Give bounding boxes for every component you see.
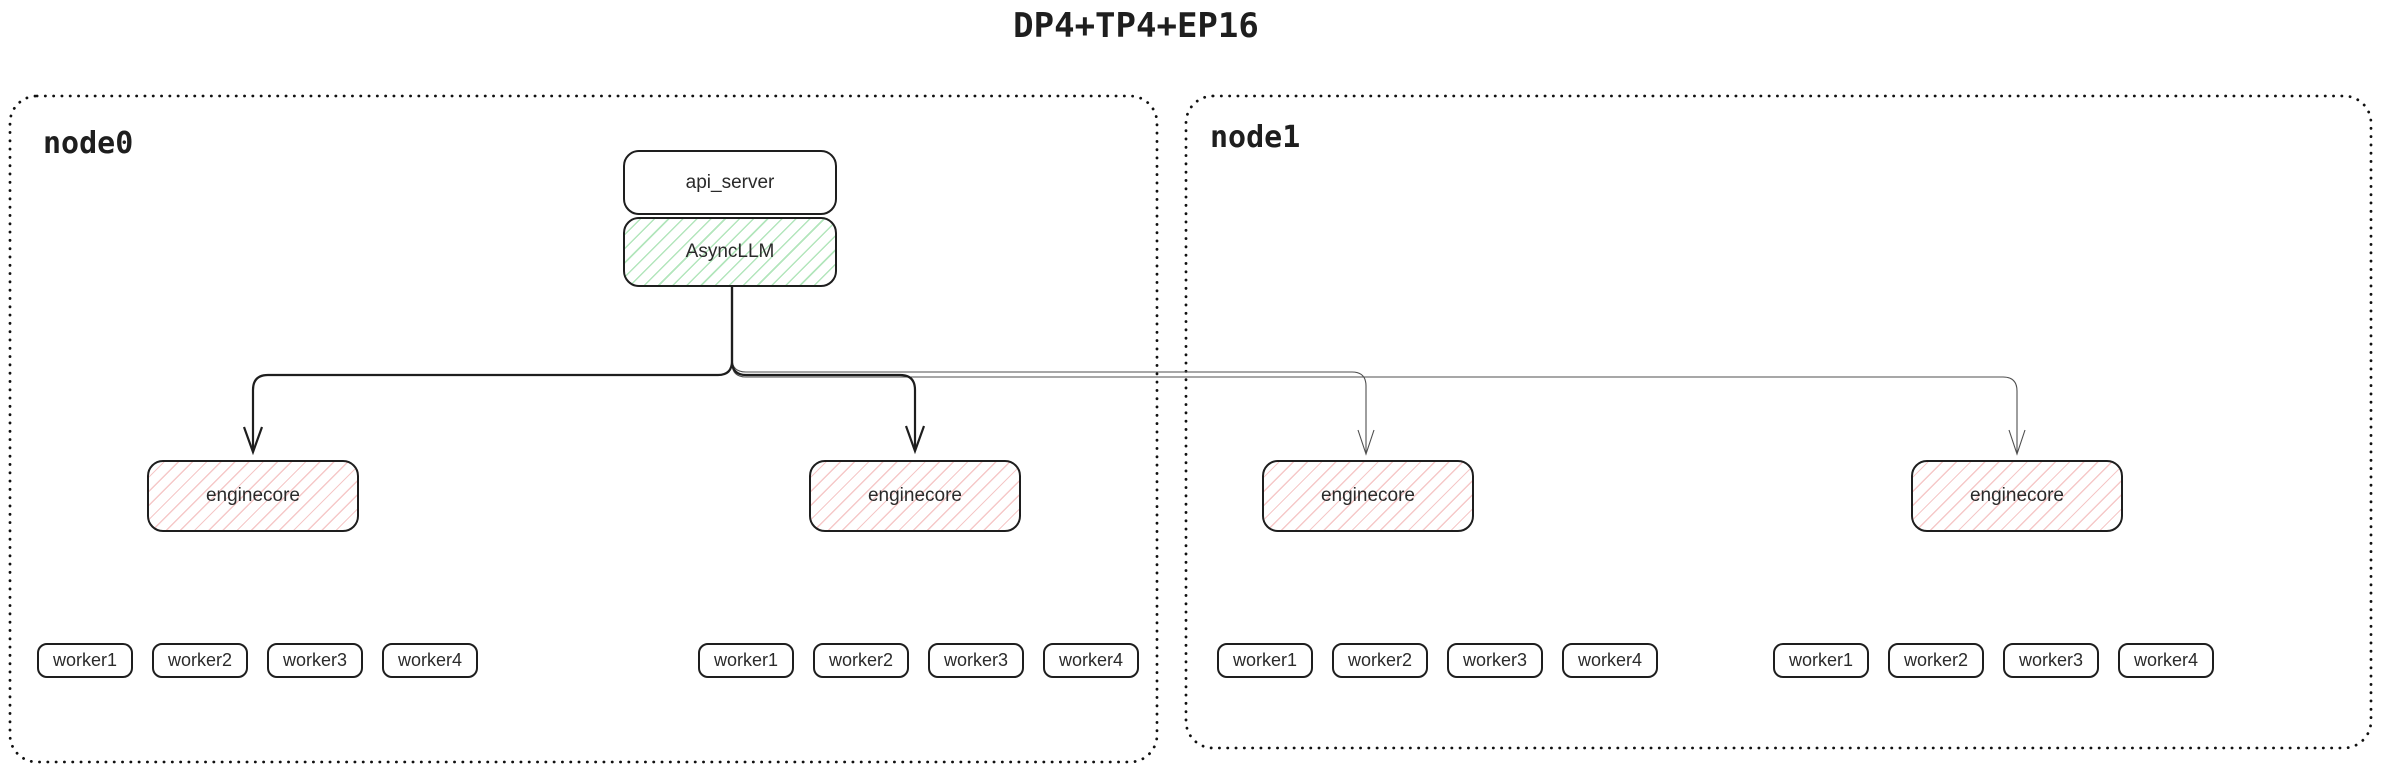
worker-box: worker4 [382,643,478,678]
api-server-box: api_server [623,150,837,215]
worker-box: worker2 [1332,643,1428,678]
arrow-asyncllm-to-enginecore1 [242,287,734,456]
worker-box: worker4 [1562,643,1658,678]
worker-group: worker1 worker2 worker3 worker4 [1217,643,1658,678]
node1-border [1184,94,2373,750]
enginecore-box: enginecore [1262,460,1474,532]
node0-label: node0 [43,126,134,161]
async-llm-box: AsyncLLM [623,217,837,287]
worker-box: worker2 [813,643,909,678]
enginecore-box: enginecore [1911,460,2123,532]
worker-box: worker1 [37,643,133,678]
arrow-asyncllm-to-enginecore2 [730,287,926,455]
diagram-title: DP4+TP4+EP16 [1013,6,1259,46]
worker-box: worker2 [1888,643,1984,678]
enginecore-box: enginecore [147,460,359,532]
node0-border [8,94,1159,764]
worker-box: worker1 [1773,643,1869,678]
worker-group: worker1 worker2 worker3 worker4 [1773,643,2214,678]
worker-box: worker1 [698,643,794,678]
enginecore-box: enginecore [809,460,1021,532]
worker-box: worker3 [2003,643,2099,678]
worker-group: worker1 worker2 worker3 worker4 [698,643,1139,678]
worker-group: worker1 worker2 worker3 worker4 [37,643,478,678]
worker-box: worker2 [152,643,248,678]
node1-label: node1 [1210,120,1301,155]
arrow-asyncllm-to-enginecore3 [731,287,1375,456]
worker-box: worker3 [928,643,1024,678]
worker-box: worker4 [2118,643,2214,678]
worker-box: worker3 [267,643,363,678]
worker-box: worker4 [1043,643,1139,678]
worker-box: worker3 [1447,643,1543,678]
worker-box: worker1 [1217,643,1313,678]
